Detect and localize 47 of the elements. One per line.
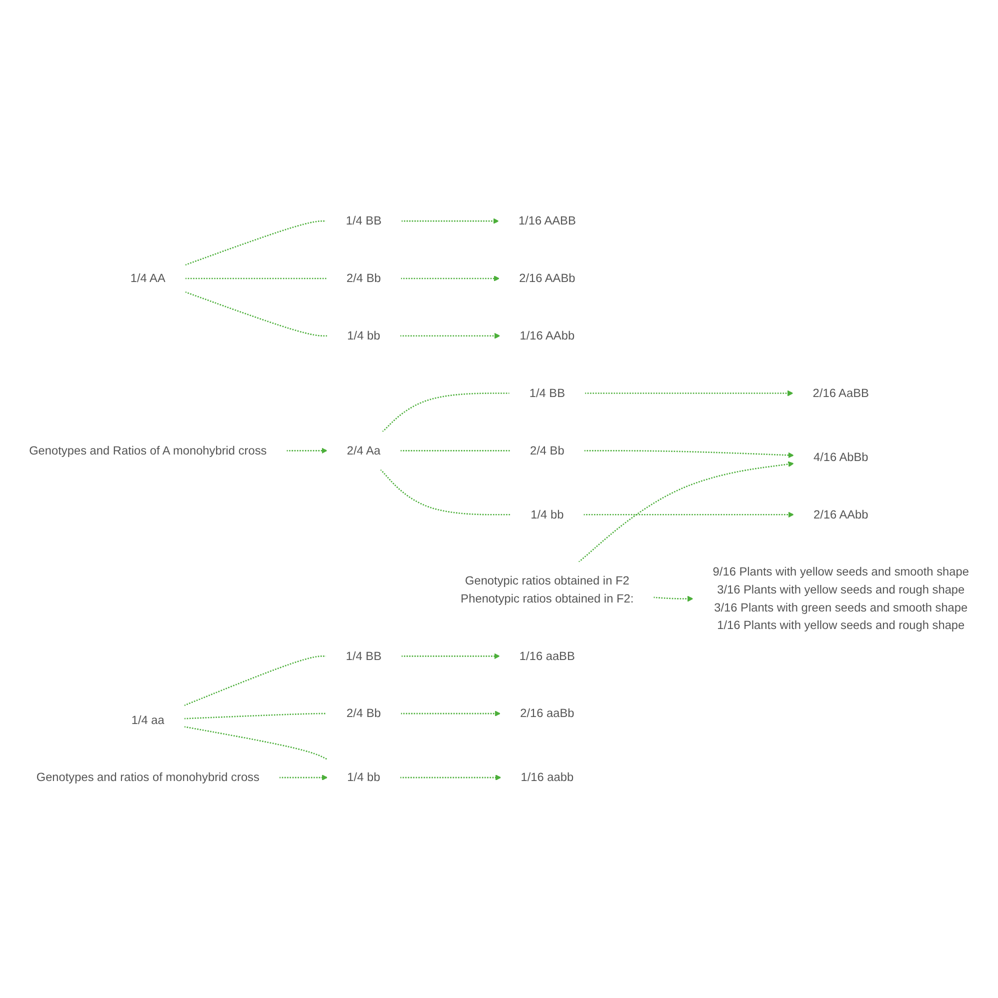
arrow [400, 774, 502, 780]
arrow [584, 450, 794, 458]
node-text: Genotypes and ratios of monohybrid cross [36, 770, 260, 784]
node-text: 1/4 AA [130, 271, 166, 284]
arrow [401, 652, 500, 659]
connector [184, 220, 326, 266]
arrow [400, 710, 501, 716]
node-text: 1/4 aa [131, 712, 164, 726]
node-text: 2/4 Bb [346, 706, 381, 720]
node-text: Genotypic ratios obtained in F2 Phenotypic ratios obtained in F2: [460, 574, 634, 605]
arrow [584, 390, 794, 396]
node-text: 2/4 Bb [346, 271, 381, 284]
node-text: 2/16 AaBB [812, 386, 869, 400]
node-text: 1/16 aaBB [519, 648, 575, 662]
arrow [578, 460, 794, 562]
node-text: 1/16 AAbb [520, 328, 575, 342]
node-text: 1/4 BB [529, 386, 565, 400]
arrow [653, 596, 694, 602]
arrow [400, 275, 500, 282]
node-text: 2/4 Bb [530, 443, 564, 457]
arrow [400, 332, 500, 338]
node-text: Genotypes and Ratios of A monohybrid cross [29, 443, 267, 457]
connector [382, 392, 510, 432]
node-text: 1/16 AABB [518, 214, 576, 228]
connector [380, 468, 511, 515]
node-text: 2/16 AAbb [813, 507, 868, 521]
connector [184, 712, 327, 719]
node-text: 1/4 bb [347, 770, 380, 784]
node-text: 2/4 Aa [346, 443, 381, 457]
arrow [279, 774, 328, 780]
connector [400, 450, 510, 451]
arrow [401, 218, 499, 224]
connector [185, 278, 327, 279]
node-text: 1/4 bb [347, 328, 380, 342]
connector [184, 655, 326, 706]
node-text: 2/16 AABb [519, 271, 576, 284]
node-text: 1/16 aabb [520, 770, 574, 784]
node-text: 9/16 Plants with yellow seeds and smooth shape 3/16 Plants with yellow seeds and rough shape 3/16 Plants with green seeds and smooth shape 1/16 Plants with yellow seeds and rough shape [712, 564, 969, 632]
node-text: 1/4 BB [346, 214, 382, 228]
node-text: 2/16 aaBb [520, 706, 574, 720]
arrow [583, 511, 794, 518]
node-text: 1/4 BB [346, 648, 382, 662]
node-text: 4/16 AbBb [813, 450, 868, 464]
node-text: 1/4 bb [530, 507, 564, 521]
connector [184, 291, 328, 336]
connector [184, 726, 328, 760]
arrow [286, 447, 328, 454]
